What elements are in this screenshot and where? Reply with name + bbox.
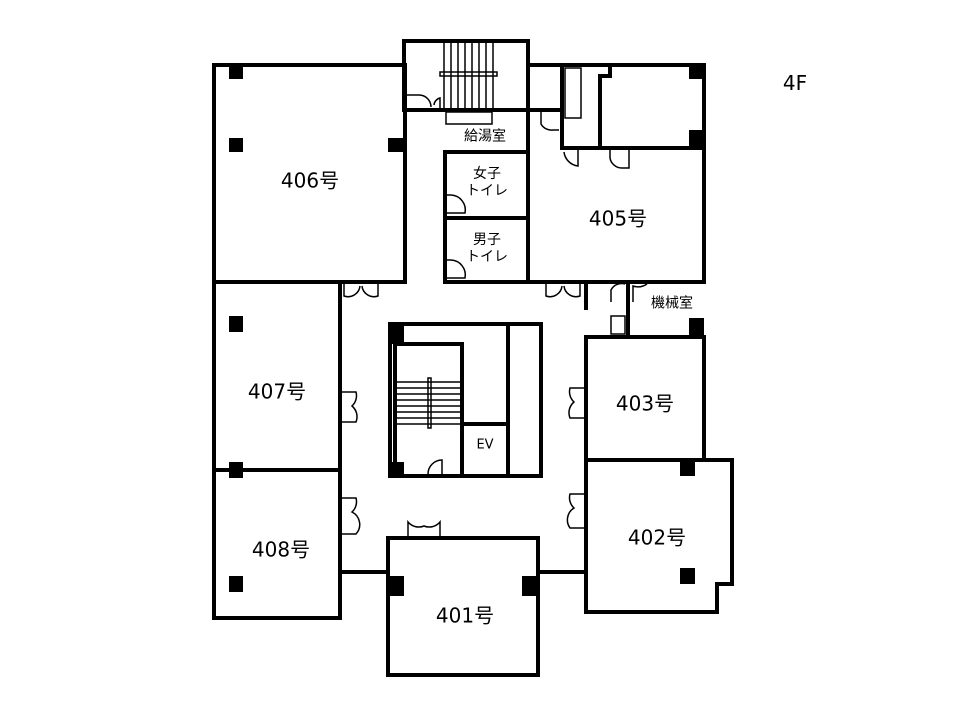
room-407-label: 407号 [247,379,307,404]
mens-toilet-line1: 男子 [473,232,501,248]
stair-core-steps [397,377,460,429]
machine-room-label: 機械室 [651,295,693,312]
room-405-outline [444,63,706,284]
womens-toilet-line1: 女子 [473,166,501,182]
doors [342,94,648,536]
womens-toilet-line2: トイレ [466,183,508,199]
columns [229,65,704,596]
mens-toilet-line2: トイレ [466,249,508,265]
stair-core-outline [393,342,464,478]
womens-toilet-label: 女子 トイレ [466,166,508,200]
room-406-label: 406号 [280,168,340,193]
room-408-outline [212,468,342,620]
stair-north-steps [439,43,498,108]
room-402-label: 402号 [627,525,687,550]
elevator-label: EV [476,437,494,453]
room-403-label: 403号 [615,391,675,416]
room-402-outline [584,458,734,614]
kitchenette-counter [445,111,493,125]
floor-label: 4F [782,71,808,95]
room-401-label: 401号 [435,603,495,628]
core-outline [388,322,543,478]
kitchenette-label: 給湯室 [464,128,506,145]
room-405-label: 405号 [588,206,648,231]
sink [564,67,582,119]
room-408-label: 408号 [251,537,311,562]
room-401-outline [386,536,540,677]
mens-toilet-label: 男子 トイレ [466,232,508,266]
